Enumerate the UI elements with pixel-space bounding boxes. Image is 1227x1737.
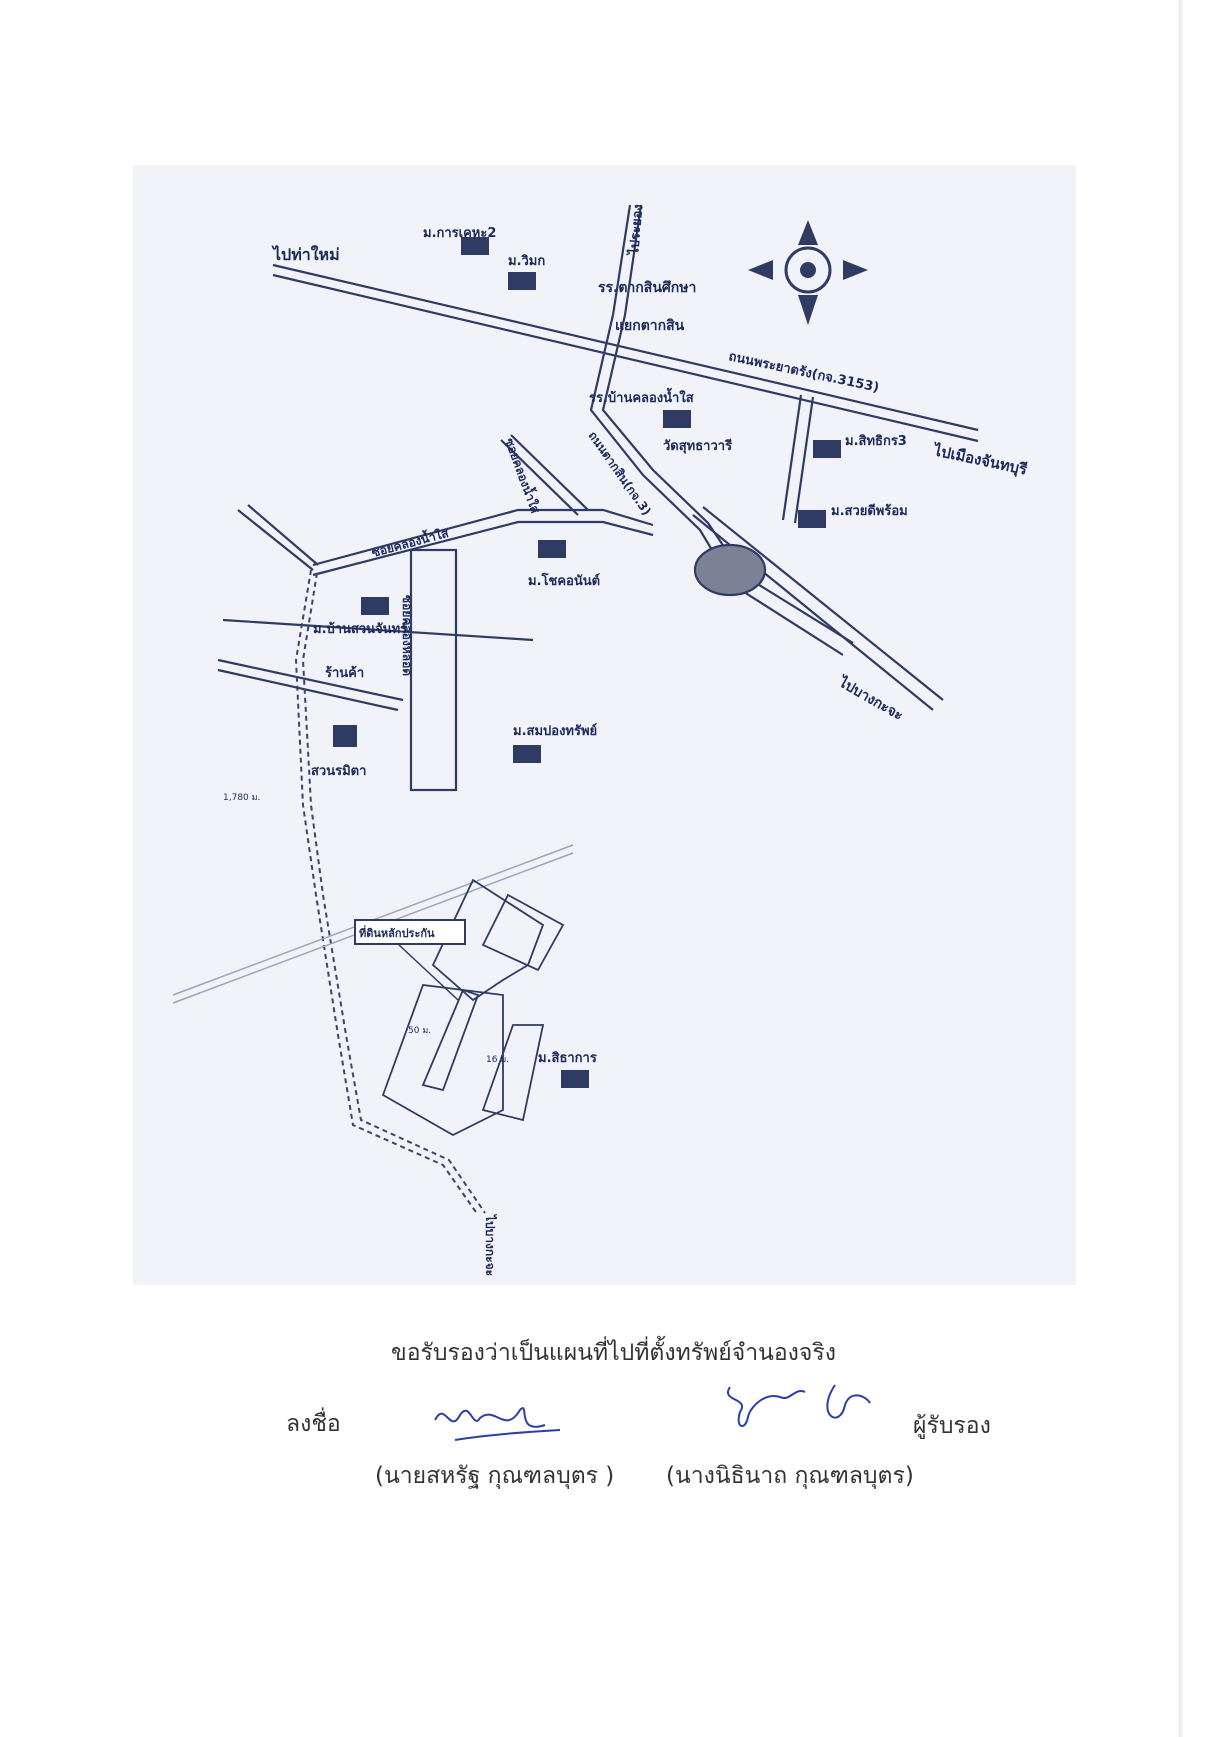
road-rayong-edge: [623, 204, 643, 316]
label-to-south: ไปบางกะจะ: [483, 1213, 498, 1276]
road-east: [781, 394, 803, 521]
label-intersection: แยกตากสิน: [615, 318, 685, 334]
road-south-dashed-edge: [301, 572, 486, 1214]
page-edge: [1179, 0, 1183, 1737]
signature-2: [727, 1386, 806, 1427]
label-wat: วัดสุทธาวารี: [663, 438, 732, 454]
road-left-h2: [217, 658, 404, 702]
road-main: [272, 263, 979, 432]
house-icons: [333, 237, 841, 1088]
label-m-chok-anan: ม.โชคอนันต์: [528, 572, 600, 589]
label-m-rimok: ม.วิมก: [508, 254, 545, 269]
signature-1: [434, 1407, 561, 1441]
label-taksin-road: ถนนตากสิน(กจ.3): [586, 429, 654, 518]
label-school-ban-klong: รร.บ้านคลองน้ำใส: [589, 387, 694, 406]
label-m-sithakarn: ม.สิธาการ: [538, 1051, 597, 1066]
label-shop: ร้านค้า: [325, 665, 364, 681]
signer1-name: (นายสหรัฐ กุณฑลบุตร ): [375, 1463, 615, 1489]
label-m-ban-suan: ม.บ้านสวนจันทร์: [313, 621, 407, 637]
compass-icon: [748, 220, 868, 325]
road-soi-diag-edge: [500, 439, 579, 516]
label-to-tha-mai: ไปท่าใหม่: [271, 245, 340, 264]
road-left-h2-edge: [217, 668, 399, 712]
location-map: ไปท่าใหม่ ไประยอง ม.การเคหะ2 ม.วิมก รร.ต…: [133, 165, 1076, 1285]
label-m-suan-dee: ม.สวยดีพร้อม: [831, 503, 908, 519]
soi-klong-lot: [409, 548, 458, 792]
road-east-edge: [793, 396, 815, 524]
road-left-h1: [222, 618, 534, 642]
label-m-somporn: ม.สมปองทรัพย์: [513, 723, 597, 739]
road-bangkacha-edge: [702, 506, 944, 701]
plot-area: [381, 878, 565, 1137]
label-m-karom: ม.การเคหะ2: [423, 226, 496, 241]
road-south-dashed: [294, 569, 479, 1216]
road-left-diag: [237, 509, 314, 571]
signer2-name: (นางนิธินาถ กุณฑลบุตร): [666, 1463, 914, 1489]
road-soi-diag: [510, 434, 589, 511]
road-soi-klong-edge: [312, 520, 654, 577]
road-main-edge: [272, 273, 979, 443]
sign-label: ลงชื่อ: [286, 1411, 341, 1437]
road-rayong: [611, 204, 632, 316]
target-box: [354, 919, 466, 945]
road-taksin-edge: [601, 314, 854, 644]
label-distance-50: 50 ม.: [408, 1026, 431, 1036]
signature-3: [826, 1384, 871, 1419]
road-soi-klong: [312, 508, 654, 567]
lake: [693, 543, 767, 597]
road-taksin: [589, 314, 844, 656]
label-distance-16: 16 ม.: [486, 1055, 509, 1065]
certification-text: ขอรับรองว่าเป็นแผนที่ไปที่ตั้งทรัพย์จำนอ…: [391, 1340, 836, 1366]
label-soi-klong-lot: ซอยคลองหลอด: [400, 595, 414, 676]
label-to-rayong: ไประยอง: [625, 204, 647, 258]
certifier-label: ผู้รับรอง: [913, 1413, 991, 1439]
label-m-sitthikorn: ม.สิทธิกร3: [845, 434, 907, 449]
label-to-chanthaburi: ไปเมืองจันทบุรี: [930, 440, 1030, 480]
label-target: ที่ดินหลักประกัน: [359, 925, 435, 940]
label-school-taksin: รร.ตากสินศึกษา: [598, 279, 696, 296]
label-suan-rimita: สวนรมิตา: [311, 764, 366, 779]
map-drawing: ไปท่าใหม่ ไประยอง ม.การเคหะ2 ม.วิมก รร.ต…: [172, 204, 1030, 1276]
label-distance-1780: 1,780 ม.: [223, 793, 260, 803]
road-left-diag-edge: [247, 504, 319, 566]
target-pointer: [397, 943, 459, 1001]
